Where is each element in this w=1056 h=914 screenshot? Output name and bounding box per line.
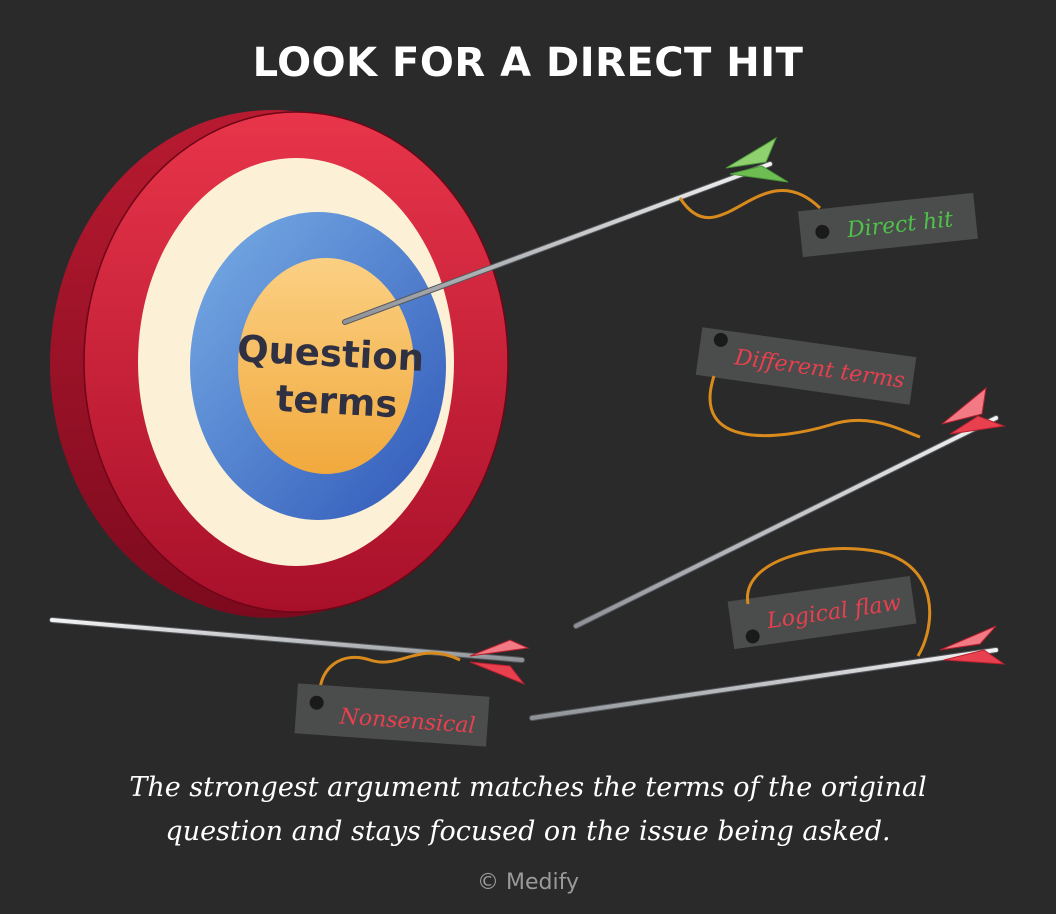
string-different-terms bbox=[708, 375, 921, 439]
caption: The strongest argument matches the terms… bbox=[0, 766, 1056, 854]
target-label-line2: terms bbox=[275, 377, 399, 426]
page-title: LOOK FOR A DIRECT HIT bbox=[252, 40, 804, 86]
caption-line-1: The strongest argument matches the terms… bbox=[129, 772, 927, 803]
arrow-nonsensical bbox=[49, 617, 530, 686]
arrow-direct-hit bbox=[342, 136, 789, 325]
arrow-fletching-red bbox=[941, 386, 987, 425]
caption-line-2: question and stays focused on the issue … bbox=[165, 816, 891, 847]
string-logical-flaw bbox=[746, 547, 932, 657]
string-direct-hit bbox=[678, 189, 822, 220]
tag-nonsensical: Nonsensical bbox=[294, 683, 490, 747]
target: Question terms bbox=[50, 110, 509, 618]
tag-different-terms: Different terms bbox=[695, 327, 917, 405]
copyright: © Medify bbox=[477, 870, 579, 895]
string-nonsensical bbox=[318, 651, 461, 693]
target-label-line1: Question bbox=[236, 327, 425, 380]
arrow-logical-flaw bbox=[529, 625, 1006, 721]
arrow-different-terms bbox=[573, 386, 1006, 629]
tag-logical-flaw: Logical flaw bbox=[727, 575, 917, 650]
tag-direct-hit: Direct hit bbox=[798, 192, 978, 258]
arrow-fletching-green bbox=[725, 136, 778, 169]
